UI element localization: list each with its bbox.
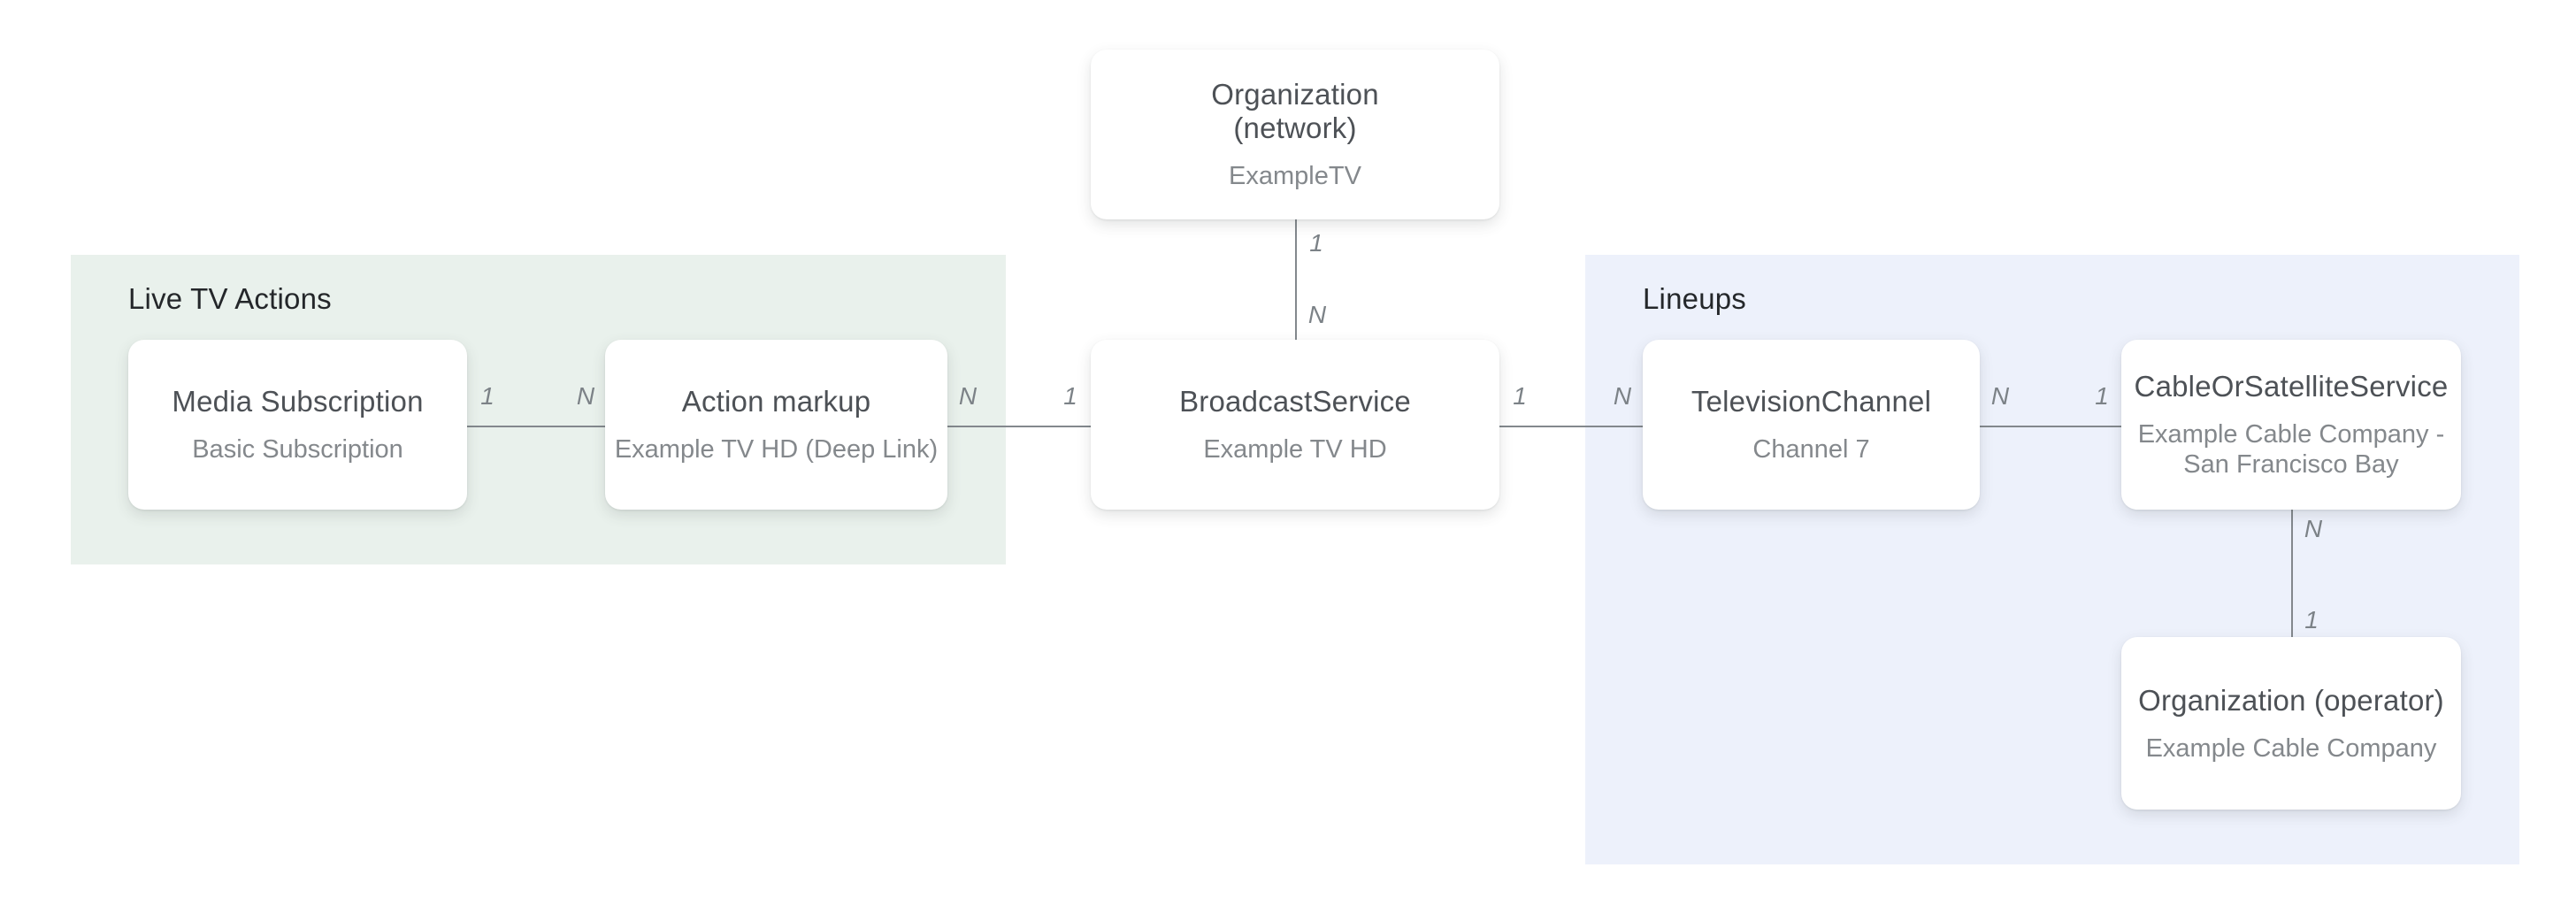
node-action-markup: Action markup Example TV HD (Deep Link): [605, 340, 947, 510]
connector-tvchannel-to-cable: [1980, 426, 2121, 427]
cardinality-label-operator-side: 1: [2304, 606, 2319, 633]
connector-network-to-broadcast: [1295, 219, 1297, 340]
cardinality-label-cable-side-top: 1: [2095, 382, 2109, 410]
cardinality-label-cable-side-bottom: N: [2304, 515, 2323, 542]
cardinality-label-action-side-left: N: [576, 382, 595, 410]
cardinality-label-mediasub-side: 1: [480, 382, 494, 410]
node-title: CableOrSatelliteService: [2134, 370, 2449, 403]
node-organization-operator: Organization (operator) Example Cable Co…: [2121, 637, 2461, 810]
node-title: Organization (operator): [2138, 683, 2444, 717]
node-subtitle: Basic Subscription: [192, 435, 403, 464]
node-subtitle: Example Cable Company: [2145, 733, 2437, 763]
cardinality-label-tvchannel-side-right: N: [1990, 382, 2010, 410]
cardinality-label-network-side: 1: [1309, 229, 1323, 257]
node-cable-or-satellite-service: CableOrSatelliteService Example Cable Co…: [2121, 340, 2461, 510]
node-title: Action markup: [681, 385, 871, 418]
node-television-channel: TelevisionChannel Channel 7: [1643, 340, 1980, 510]
cardinality-label-broadcast-side-top: N: [1307, 301, 1327, 328]
connector-action-to-broadcast: [947, 426, 1091, 427]
node-subtitle: Example TV HD (Deep Link): [614, 435, 939, 464]
node-title: Media Subscription: [172, 385, 424, 418]
node-broadcast-service: BroadcastService Example TV HD: [1091, 340, 1499, 510]
cardinality-label-broadcast-side-left: 1: [1063, 382, 1077, 410]
node-subtitle: Channel 7: [1752, 435, 1870, 464]
node-media-subscription: Media Subscription Basic Subscription: [128, 340, 467, 510]
node-subtitle: Example Cable Company - San Francisco Ba…: [2137, 420, 2445, 479]
node-title: Organization (network): [1211, 78, 1379, 144]
section-title-live-tv-actions: Live TV Actions: [128, 282, 332, 315]
cardinality-label-action-side-right: N: [958, 382, 978, 410]
cardinality-label-broadcast-side-right: 1: [1513, 382, 1527, 410]
section-title-lineups: Lineups: [1643, 282, 1746, 315]
connector-broadcast-to-tvchannel: [1499, 426, 1643, 427]
connector-cable-to-operator: [2291, 510, 2293, 637]
node-title: TelevisionChannel: [1690, 385, 1932, 418]
node-organization-network: Organization (network) ExampleTV: [1091, 50, 1499, 219]
node-subtitle: ExampleTV: [1229, 162, 1361, 190]
connector-mediasub-to-action: [467, 426, 605, 427]
cardinality-label-tvchannel-side-left: N: [1613, 382, 1632, 410]
node-title: BroadcastService: [1179, 385, 1411, 418]
node-subtitle: Example TV HD: [1203, 435, 1387, 464]
